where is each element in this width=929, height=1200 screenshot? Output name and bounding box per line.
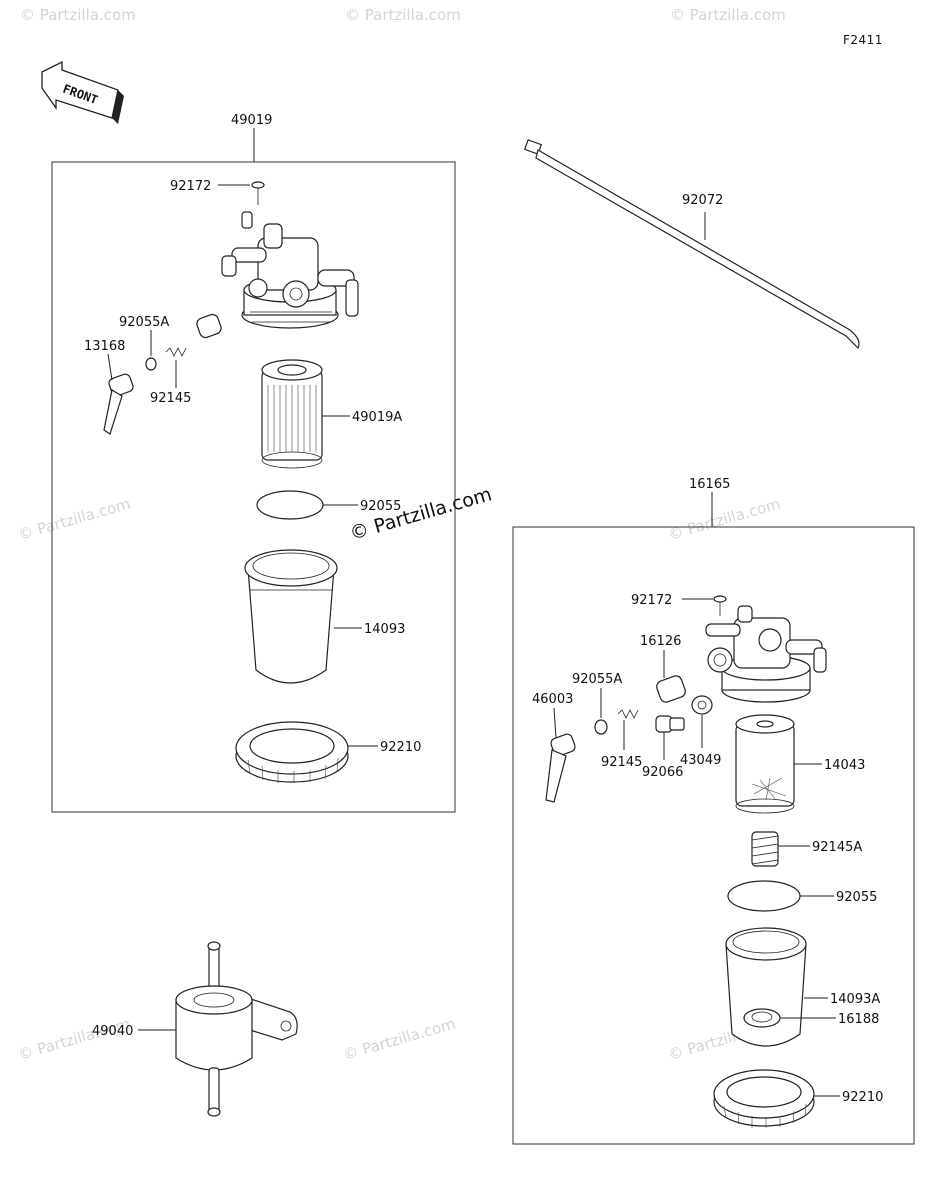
label-46003: 46003 — [532, 692, 573, 707]
gasket-92055-icon — [256, 490, 324, 520]
spring-92145-right-icon — [617, 709, 639, 719]
spring-92145-icon — [165, 347, 187, 357]
watermark-top-right: © Partzilla.com — [670, 6, 786, 24]
ring-nut-92210-right-icon — [713, 1069, 815, 1128]
screw-92172-right-icon — [713, 595, 727, 616]
label-92210-right: 92210 — [842, 1090, 883, 1105]
label-92072-tie: 92072 — [682, 193, 723, 208]
label-16188: 16188 — [838, 1012, 879, 1027]
lever-13168-icon — [103, 373, 134, 435]
right-assembly-number: 16165 — [689, 477, 730, 492]
gasket-92055-right-icon — [727, 880, 801, 912]
label-92145-right: 92145 — [601, 755, 642, 770]
watermark-top-center: © Partzilla.com — [345, 6, 461, 24]
label-92145: 92145 — [150, 391, 191, 406]
washer-43049-icon — [691, 695, 713, 715]
float-ring-16188-icon — [743, 1008, 781, 1028]
filter-head-right-icon — [705, 605, 827, 703]
filter-head-icon — [221, 211, 359, 329]
label-92172-right: 92172 — [631, 593, 672, 608]
filter-element-14043-icon — [735, 714, 795, 814]
label-92066: 92066 — [642, 765, 683, 780]
label-92055-right: 92055 — [836, 890, 877, 905]
label-13168: 13168 — [84, 339, 125, 354]
label-14043: 14043 — [824, 758, 865, 773]
nut-16126-icon — [656, 675, 686, 703]
bolt-92066-icon — [655, 715, 685, 733]
label-49019a: 49019A — [352, 410, 402, 425]
bowl-14093a-icon — [725, 927, 807, 1047]
label-92055: 92055 — [360, 499, 401, 514]
o-ring-92055a-right-icon — [594, 719, 608, 735]
label-92172: 92172 — [170, 179, 211, 194]
label-92055a-right: 92055A — [572, 672, 622, 687]
bowl-14093-icon — [244, 549, 338, 684]
label-92145a: 92145A — [812, 840, 862, 855]
o-ring-92055a-icon — [145, 357, 157, 371]
filter-element-49019a-icon — [261, 359, 323, 469]
label-43049: 43049 — [680, 753, 721, 768]
label-49040: 49040 — [92, 1024, 133, 1039]
watermark-center: © Partzilla.com — [347, 483, 494, 545]
label-14093: 14093 — [364, 622, 405, 637]
label-14093a: 14093A — [830, 992, 880, 1007]
watermark-top-left: © Partzilla.com — [20, 6, 136, 24]
watermark-bottom-center: © Partzilla.com — [341, 1015, 457, 1064]
right-assembly-group: 16165 92172 16126 — [512, 477, 915, 1145]
cable-tie-92072-icon — [523, 139, 860, 350]
label-92055a: 92055A — [119, 315, 169, 330]
right-assembly-frame — [512, 526, 915, 1145]
label-92210: 92210 — [380, 740, 421, 755]
watermark-mid-right: © Partzilla.com — [666, 495, 782, 544]
figure-code: F2411 — [843, 33, 883, 47]
inline-filter-49040-icon — [175, 941, 298, 1117]
left-assembly-number: 49019 — [231, 113, 272, 128]
spring-92145a-icon — [751, 831, 779, 867]
cap-nut-icon — [196, 313, 222, 339]
lever-46003-icon — [545, 733, 576, 803]
watermark-bottom-left: © Partzilla.com — [16, 1015, 132, 1064]
screw-92172-icon — [251, 181, 265, 205]
left-assembly-group: 49019 92172 — [51, 113, 456, 813]
watermark-mid-left: © Partzilla.com — [16, 495, 132, 544]
label-16126: 16126 — [640, 634, 681, 649]
watermarks: © Partzilla.com © Partzilla.com © Partzi… — [16, 6, 786, 1064]
ring-nut-92210-icon — [235, 721, 349, 783]
front-arrow-icon: FRONT — [41, 60, 124, 124]
